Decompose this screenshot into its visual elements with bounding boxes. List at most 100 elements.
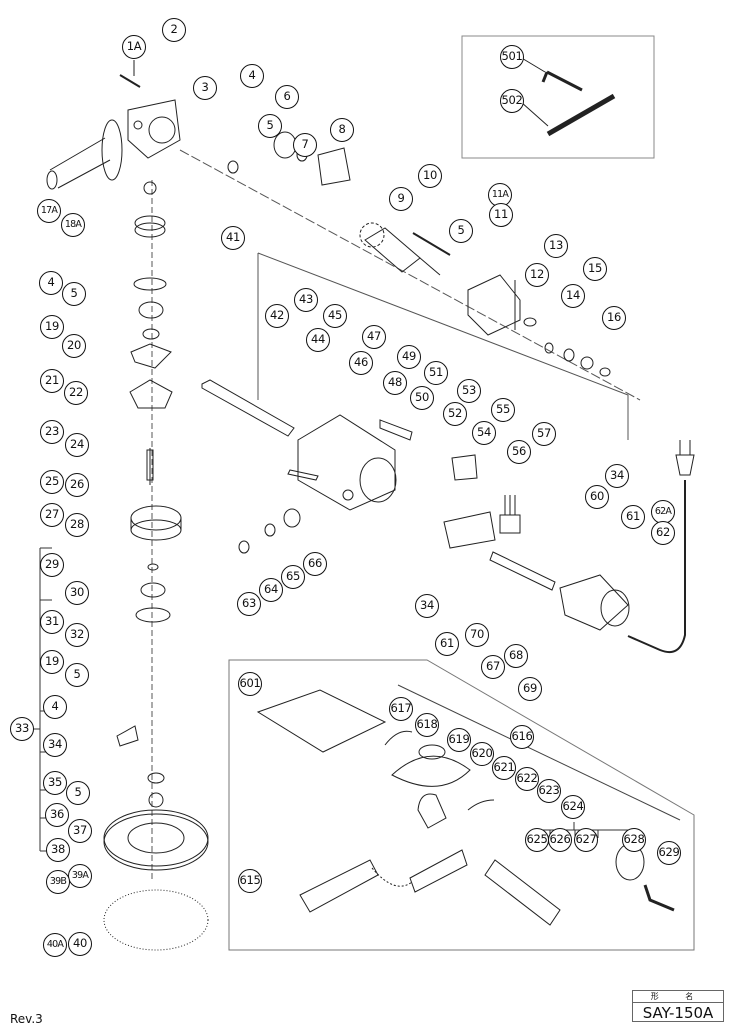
sleeve-38 [148,792,164,808]
callout-6: 6 [275,85,299,109]
callout-44: 44 [306,328,330,352]
callout-21: 21 [40,369,64,393]
callout-501: 501 [500,45,524,69]
callout-620: 620 [470,742,494,766]
callout-7: 7 [293,133,317,157]
flange-37 [147,772,165,784]
callout-46: 46 [349,351,373,375]
callout-5: 5 [258,114,282,138]
callout-617: 617 [389,697,413,721]
callout-29: 29 [40,553,64,577]
hex-key-629 [643,884,675,912]
hex-key-501 [541,70,583,92]
callout-5e: 5 [66,781,90,805]
callout-48: 48 [383,371,407,395]
callout-43: 43 [294,288,318,312]
revision-label: Rev.3 [10,1012,43,1026]
callout-62A: 62A [651,500,675,524]
callout-629: 629 [657,841,681,865]
accessory-inset-frame [461,35,655,159]
model-number: SAY-150A [642,1004,714,1022]
callout-37: 37 [68,819,92,843]
callout-36: 36 [45,803,69,827]
callout-15: 15 [583,257,607,281]
callout-625: 625 [525,828,549,852]
side-handle-17A [46,119,123,190]
callout-623: 623 [537,779,561,803]
callout-69: 69 [518,677,542,701]
dust-hood-618 [391,755,471,787]
spindle-28 [146,448,154,485]
callout-62: 62 [651,521,675,545]
callout-32: 32 [65,623,89,647]
gasket-22 [130,343,172,369]
sanding-disc-40 [103,889,209,951]
bar-502 [546,93,616,137]
callout-626: 626 [548,828,572,852]
callout-38: 38 [46,838,70,862]
callout-42: 42 [265,304,289,328]
callout-19b: 19 [40,650,64,674]
callout-16: 16 [602,306,626,330]
callout-61b: 61 [435,632,459,656]
callout-19: 19 [40,315,64,339]
callout-22: 22 [64,381,88,405]
callout-5b: 5 [449,219,473,243]
callout-627: 627 [574,828,598,852]
callout-34c: 34 [415,594,439,618]
tube-623 [484,859,561,926]
callout-628: 628 [622,828,646,852]
seal-21 [142,328,160,340]
callout-34: 34 [43,733,67,757]
callout-39A: 39A [68,864,92,888]
stator-11 [467,274,521,336]
hose-615 [299,859,379,913]
bearing-holder-23 [129,379,173,409]
callout-18A: 18A [61,213,85,237]
callout-66: 66 [303,552,327,576]
callout-618: 618 [415,713,439,737]
callout-56: 56 [507,440,531,464]
callout-601: 601 [238,672,262,696]
callout-11: 11 [489,203,513,227]
callout-67: 67 [481,655,505,679]
callout-64: 64 [259,578,283,602]
callout-39B: 39B [46,870,70,894]
tail-cover-60 [559,574,630,631]
callout-3: 3 [193,76,217,100]
callout-60: 60 [585,485,609,509]
rod-69 [489,551,556,591]
callout-26: 26 [65,473,89,497]
callout-5d: 5 [65,663,89,687]
callout-24: 24 [65,433,89,457]
callout-40A: 40A [43,933,67,957]
callout-47: 47 [362,325,386,349]
callout-27: 27 [40,503,64,527]
callout-31: 31 [40,610,64,634]
gear-41 [134,181,166,238]
callout-5c: 5 [62,282,86,306]
callout-1A: 1A [122,35,146,59]
callout-619: 619 [447,728,471,752]
callout-65: 65 [281,565,305,589]
callout-13: 13 [544,234,568,258]
model-title-block: 形 名 SAY-150A [632,990,724,1022]
bearing-20 [138,301,164,319]
callout-4b: 4 [39,271,63,295]
callout-25: 25 [40,470,64,494]
bolt-10 [412,232,451,256]
callout-11A: 11A [488,183,512,207]
callout-41: 41 [221,226,245,250]
callout-30: 30 [65,581,89,605]
dust-kit-inset-frame [228,659,695,951]
callout-20: 20 [62,334,86,358]
housing-plate-8 [317,147,351,186]
washer-30 [147,563,159,571]
callout-23: 23 [40,420,64,444]
callout-2: 2 [162,18,186,42]
callout-55: 55 [491,398,515,422]
gear-cover-2 [127,99,181,159]
callout-54: 54 [472,421,496,445]
callout-14: 14 [561,284,585,308]
callout-28: 28 [65,513,89,537]
